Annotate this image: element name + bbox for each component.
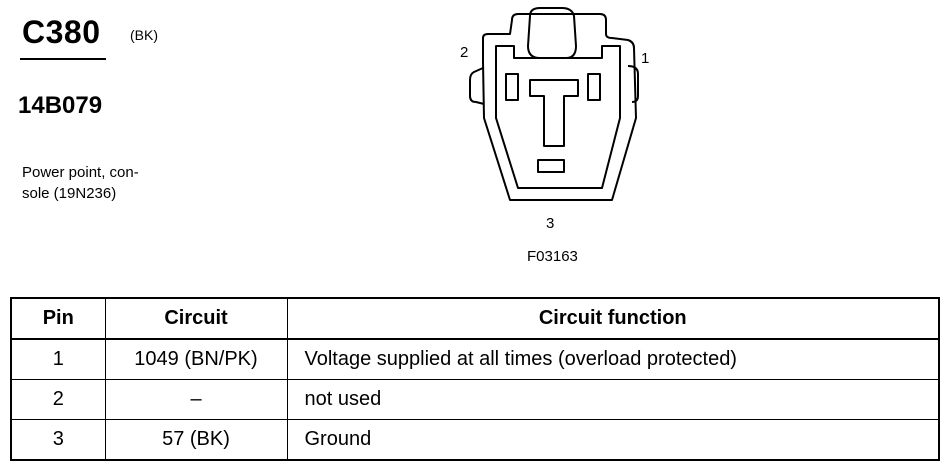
terminal-slot-pin-1 [587, 73, 601, 101]
pin-table: Pin Circuit Circuit function 1 1049 (BN/… [10, 297, 940, 461]
table-header-row: Pin Circuit Circuit function [10, 297, 940, 340]
latch-bump-right [627, 65, 639, 103]
pin-label-3: 3 [546, 215, 555, 232]
header-circuit: Circuit [104, 297, 288, 340]
connector-outer-shell [482, 13, 637, 201]
figure-id: F03163 [527, 248, 578, 265]
terminal-slot-pin-3 [529, 79, 579, 147]
connector-color-code: (BK) [130, 27, 158, 43]
cell-function: Ground [286, 419, 940, 461]
connector-description: Power point, con- sole (19N236) [22, 164, 139, 202]
part-number: 14B079 [18, 92, 103, 119]
connector-id-underline [20, 58, 106, 60]
pin-label-2: 2 [460, 44, 469, 61]
connector-face-diagram [469, 7, 639, 201]
connector-id: C380 [22, 14, 101, 50]
cell-pin: 1 [10, 338, 106, 380]
cell-pin: 2 [10, 379, 106, 420]
connector-locking-tab [527, 7, 577, 59]
pin-label-1: 1 [641, 50, 650, 67]
cell-function: Voltage supplied at all times (overload … [286, 338, 940, 380]
cell-circuit: 57 (BK) [104, 419, 288, 461]
terminal-slot-pin-2 [505, 73, 519, 101]
connector-inner-shell [495, 45, 621, 189]
header-function: Circuit function [286, 297, 940, 340]
cell-circuit: – [104, 379, 288, 420]
header-pin: Pin [10, 297, 106, 340]
keying-slot [537, 159, 565, 173]
table-row: 3 57 (BK) Ground [10, 419, 940, 461]
cell-pin: 3 [10, 419, 106, 461]
cell-circuit: 1049 (BN/PK) [104, 338, 288, 380]
latch-bump-left [469, 67, 485, 105]
cell-function: not used [286, 379, 940, 420]
table-row: 1 1049 (BN/PK) Voltage supplied at all t… [10, 338, 940, 380]
table-row: 2 – not used [10, 379, 940, 420]
